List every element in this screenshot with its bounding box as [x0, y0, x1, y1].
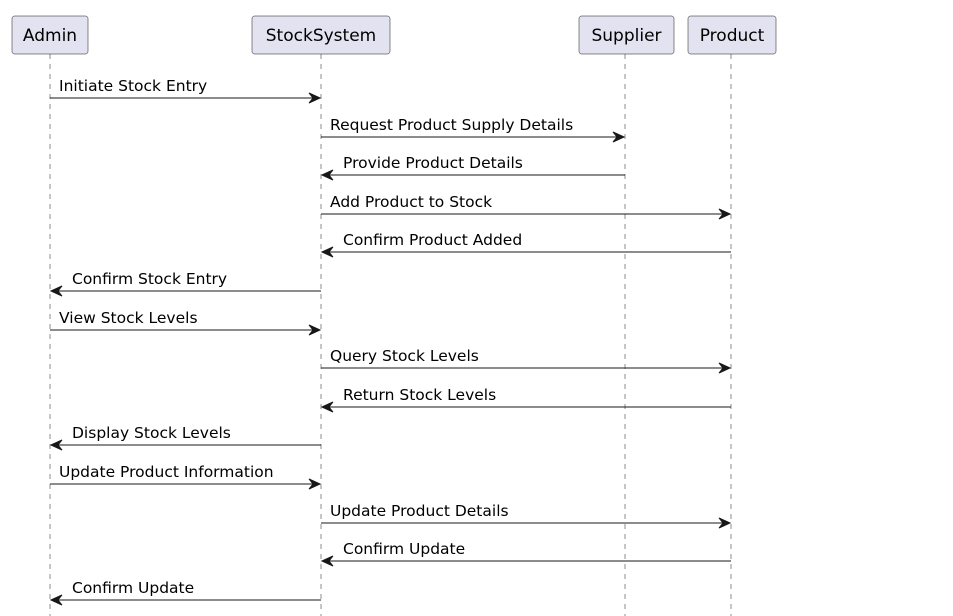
participant-box-product	[687, 15, 777, 55]
participant-box-admin	[11, 15, 89, 55]
participant-label-supplier: Supplier	[591, 26, 661, 46]
message-label: Return Stock Levels	[343, 386, 496, 404]
arrow-head	[308, 324, 322, 336]
arrow-head	[320, 401, 334, 413]
message: Confirm Update	[320, 540, 731, 567]
arrow-head	[308, 92, 322, 104]
message: Display Stock Levels	[49, 424, 321, 451]
message-label: Initiate Stock Entry	[59, 77, 207, 95]
arrow-head	[49, 439, 63, 451]
arrow-head	[718, 208, 732, 220]
message-label: Confirm Update	[343, 540, 465, 558]
message: Confirm Update	[49, 579, 321, 606]
arrow-head	[49, 594, 63, 606]
arrow-head	[718, 362, 732, 374]
message: Add Product to Stock	[321, 193, 732, 220]
message-label: Request Product Supply Details	[330, 116, 573, 134]
arrow-head	[320, 169, 334, 181]
message-label: View Stock Levels	[59, 309, 198, 327]
message: Query Stock Levels	[321, 347, 732, 374]
message-label: Confirm Update	[72, 579, 194, 597]
message-label: Update Product Details	[330, 502, 509, 520]
arrow-head	[320, 555, 334, 567]
participant-label-product: Product	[700, 26, 765, 46]
message: Request Product Supply Details	[321, 116, 626, 143]
message-label: Provide Product Details	[343, 154, 523, 172]
message-label: Query Stock Levels	[330, 347, 479, 365]
arrow-head	[320, 246, 334, 258]
message: View Stock Levels	[50, 309, 322, 336]
message: Provide Product Details	[320, 154, 625, 181]
message-label: Confirm Stock Entry	[72, 270, 227, 288]
message: Update Product Details	[321, 502, 732, 529]
arrow-head	[49, 285, 63, 297]
message-label: Display Stock Levels	[72, 424, 231, 442]
lifelines	[49, 54, 732, 616]
message-label: Add Product to Stock	[330, 193, 492, 211]
arrow-head	[718, 517, 732, 529]
participant-product: Product	[687, 15, 777, 55]
participant-admin: Admin	[11, 15, 89, 55]
message: Confirm Stock Entry	[49, 270, 321, 297]
message: Update Product Information	[50, 463, 322, 490]
participant-label-admin: Admin	[23, 26, 77, 46]
participant-box-stocksystem	[251, 15, 391, 55]
participants: Admin StockSystem Supplier Product	[11, 15, 777, 55]
participant-box-supplier	[578, 15, 675, 55]
participant-label-stocksystem: StockSystem	[266, 26, 376, 46]
message: Confirm Product Added	[320, 231, 731, 258]
participant-supplier: Supplier	[578, 15, 675, 55]
arrow-head	[308, 478, 322, 490]
message-label: Confirm Product Added	[343, 231, 522, 249]
message-label: Update Product Information	[59, 463, 274, 481]
participant-stocksystem: StockSystem	[251, 15, 391, 55]
arrow-head	[612, 131, 626, 143]
message: Initiate Stock Entry	[50, 77, 322, 104]
message: Return Stock Levels	[320, 386, 731, 413]
